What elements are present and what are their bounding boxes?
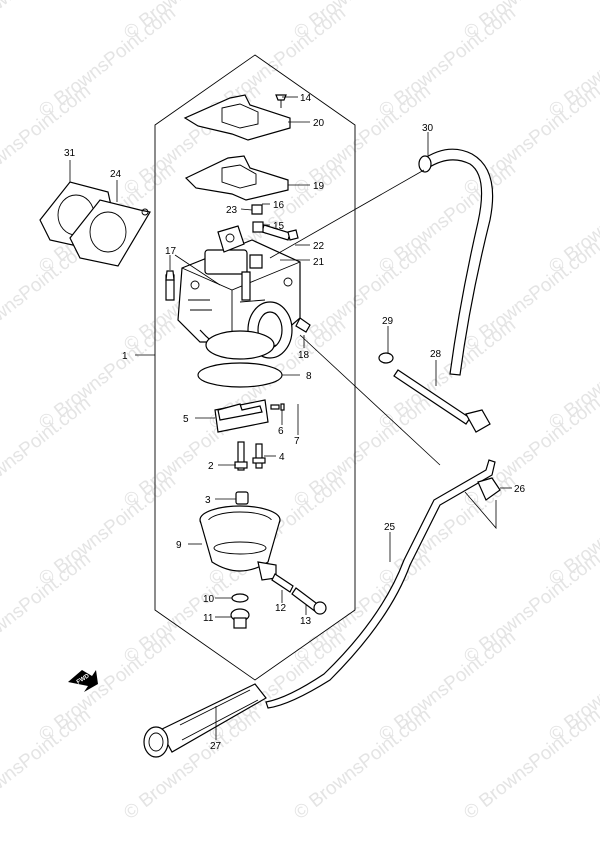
callout-22: 22 (313, 241, 325, 252)
callout-28: 28 (430, 349, 442, 360)
o-ring (197, 362, 283, 388)
callout-numbers: 1 2 3 4 5 6 7 8 9 10 11 12 13 14 15 16 1… (64, 93, 526, 752)
carburetor-body (165, 204, 301, 360)
callout-12: 12 (275, 603, 287, 614)
callout-8: 8 (306, 371, 312, 382)
callout-7: 7 (294, 436, 300, 447)
callout-24: 24 (110, 169, 122, 180)
callout-18: 18 (298, 350, 310, 361)
washer (378, 352, 394, 364)
callout-25: 25 (384, 522, 396, 533)
callout-26: 26 (514, 484, 526, 495)
mounting-bolt (393, 369, 491, 433)
idle-screws (252, 221, 311, 333)
callout-19: 19 (313, 181, 325, 192)
carburetor-top-gaskets (183, 94, 291, 201)
float (214, 399, 285, 433)
callout-20: 20 (313, 118, 325, 129)
callout-1: 1 (122, 351, 128, 362)
callout-10: 10 (203, 594, 215, 605)
callout-30: 30 (422, 123, 434, 134)
callout-5: 5 (183, 414, 189, 425)
drain-bolt (230, 593, 250, 629)
drain-screw (271, 573, 327, 615)
watermark-text: © BrownsPoint.com (0, 0, 95, 44)
callout-6: 6 (278, 426, 284, 437)
choke-rod (265, 459, 496, 709)
rod-clip (477, 477, 501, 501)
fuel-tube (421, 148, 494, 376)
callout-31: 31 (64, 148, 76, 159)
callout-4: 4 (279, 452, 285, 463)
callout-14: 14 (300, 93, 312, 104)
callout-15: 15 (273, 221, 285, 232)
leader-lines (69, 96, 512, 740)
callout-16: 16 (273, 200, 285, 211)
callout-2: 2 (208, 461, 214, 472)
callout-29: 29 (382, 316, 394, 327)
callout-9: 9 (176, 540, 182, 551)
callout-23: 23 (226, 205, 238, 216)
main-jet (235, 491, 249, 505)
callout-17: 17 (165, 246, 177, 257)
watermark-text: © BrownsPoint.com (460, 704, 600, 823)
callout-13: 13 (300, 616, 312, 627)
assembly-outline (154, 54, 356, 681)
fwd-arrow-icon: FWD (68, 670, 98, 692)
callout-27: 27 (210, 741, 222, 752)
watermark-layer: © BrownsPoint.com© BrownsPoint.com© Brow… (0, 0, 600, 824)
choke-knob (143, 683, 267, 758)
jets (234, 441, 266, 471)
callout-3: 3 (205, 495, 211, 506)
intake-gaskets (39, 181, 151, 267)
callout-21: 21 (313, 257, 325, 268)
callout-11: 11 (203, 613, 214, 624)
watermark-text: © BrownsPoint.com (290, 704, 435, 823)
float-bowl (199, 505, 281, 581)
fuel-tube-end (418, 155, 432, 173)
